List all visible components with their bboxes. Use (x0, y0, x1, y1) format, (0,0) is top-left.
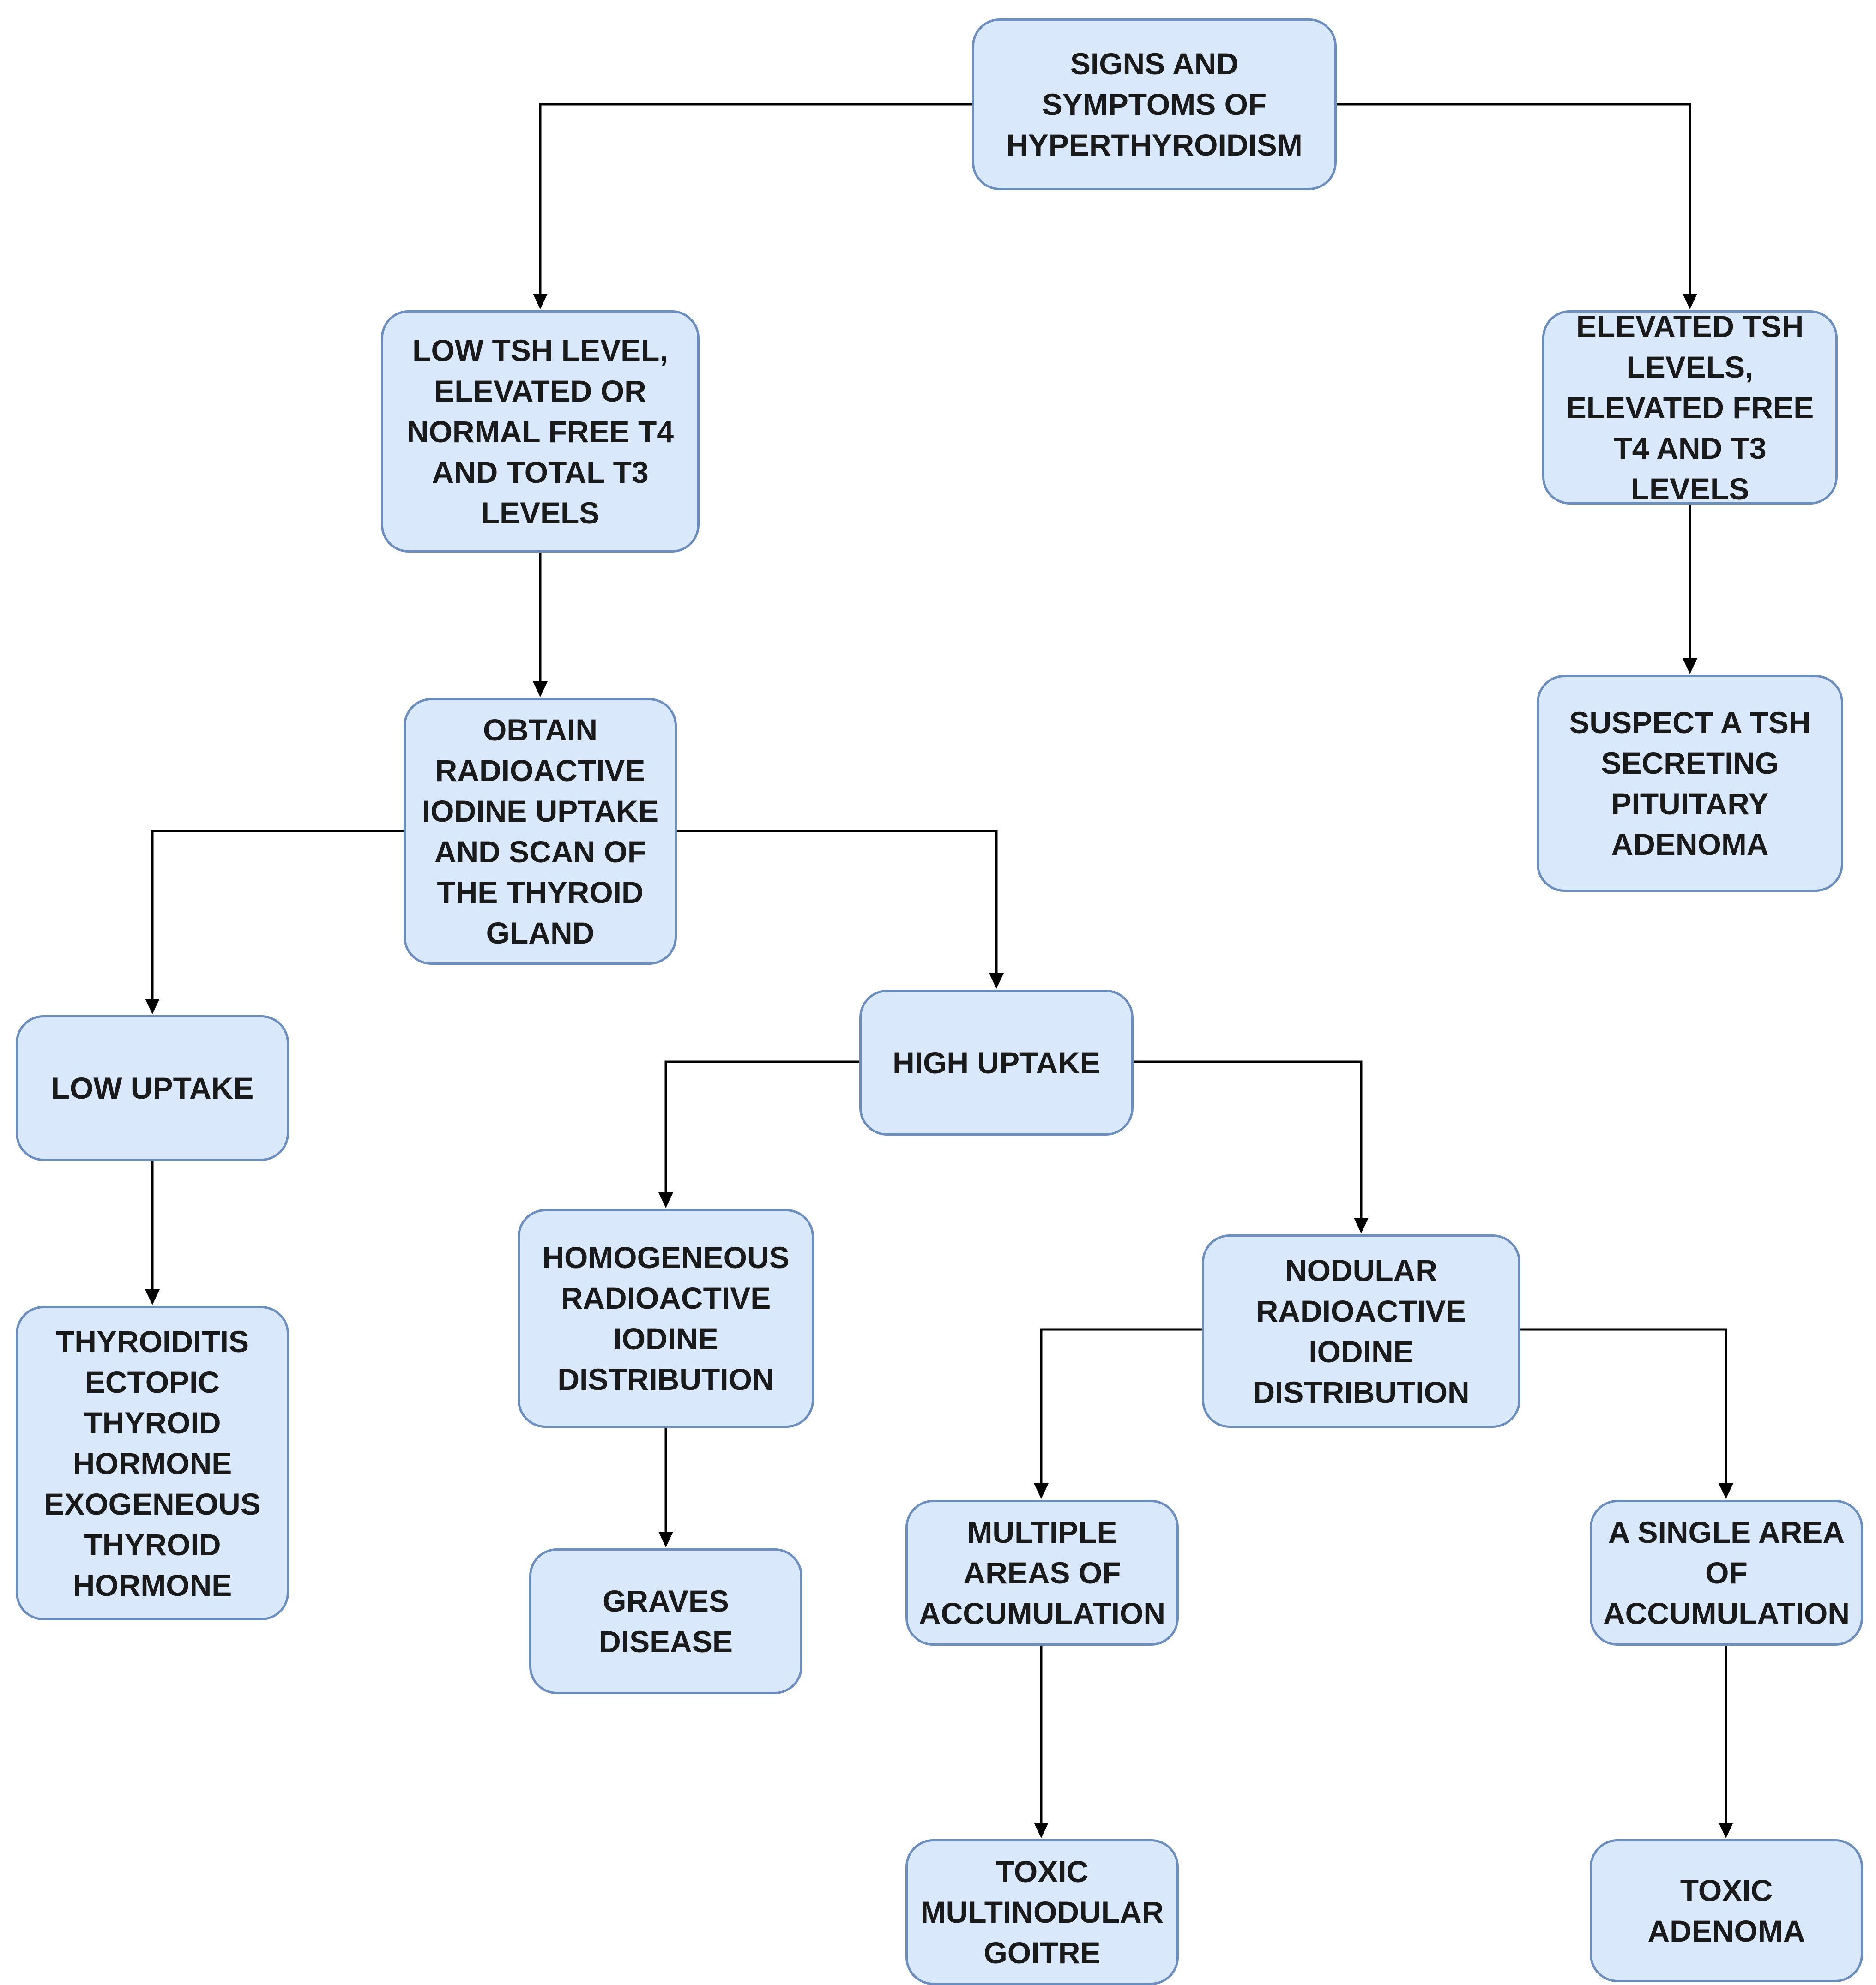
node-multiple-areas: MULTIPLE AREAS OF ACCUMULATION (905, 1500, 1179, 1646)
node-single-area: A SINGLE AREA OF ACCUMULATION (1590, 1500, 1863, 1646)
node-low-tsh-level: LOW TSH LEVEL, ELEVATED OR NORMAL FREE T… (381, 310, 700, 553)
node-homogeneous-distribution: HOMOGENEOUS RADIOACTIVE IODINE DISTRIBUT… (518, 1209, 814, 1428)
node-suspect-pituitary-adenoma: SUSPECT A TSH SECRETING PITUITARY ADENOM… (1537, 675, 1843, 892)
node-low-uptake: LOW UPTAKE (16, 1015, 289, 1161)
node-nodular-distribution: NODULAR RADIOACTIVE IODINE DISTRIBUTION (1202, 1234, 1520, 1428)
edge-nodular-to-multiple (1040, 1328, 1202, 1484)
arrowhead-homogeneous (658, 1192, 673, 1208)
edge-signs-to-elevated-tsh (1337, 103, 1691, 295)
edge-signs-to-low-tsh (539, 103, 972, 295)
edge-nodular-to-single (1520, 1328, 1727, 1484)
arrowhead-graves (658, 1532, 673, 1547)
arrowhead-obtain (533, 681, 548, 697)
node-signs-and-symptoms: SIGNS AND SYMPTOMS OF HYPERTHYROIDISM (972, 18, 1337, 190)
arrowhead-thyroiditis (145, 1289, 160, 1305)
node-thyroiditis: THYROIDITIS ECTOPIC THYROID HORMONE EXOG… (16, 1306, 289, 1620)
node-high-uptake-label: HIGH UPTAKE (893, 1046, 1100, 1080)
arrowhead-low-tsh (533, 294, 548, 309)
node-low-tsh-label: LOW TSH LEVEL, ELEVATED OR NORMAL FREE T… (406, 333, 674, 530)
node-suspect-label: SUSPECT A TSH SECRETING PITUITARY ADENOM… (1569, 705, 1811, 861)
node-multiple-label: MULTIPLE AREAS OF ACCUMULATION (918, 1515, 1166, 1630)
edge-obtain-to-low-uptake (151, 830, 404, 999)
node-single-label: A SINGLE AREA OF ACCUMULATION (1603, 1515, 1850, 1630)
node-graves-label: GRAVES DISEASE (599, 1584, 733, 1659)
arrowhead-single (1719, 1483, 1733, 1499)
edge-high-uptake-to-nodular (1134, 1060, 1363, 1219)
node-homogeneous-label: HOMOGENEOUS RADIOACTIVE IODINE DISTRIBUT… (542, 1240, 790, 1396)
arrowhead-toxic-multi (1034, 1823, 1049, 1838)
arrowhead-low-uptake (145, 999, 160, 1014)
node-toxic-adenoma: TOXIC ADENOMA (1590, 1839, 1863, 1982)
node-obtain-radioactive-iodine: OBTAIN RADIOACTIVE IODINE UPTAKE AND SCA… (404, 698, 677, 965)
node-toxic-adenoma-label: TOXIC ADENOMA (1647, 1873, 1805, 1948)
node-toxic-multinodular-goitre: TOXIC MULTINODULAR GOITRE (905, 1839, 1179, 1985)
node-obtain-label: OBTAIN RADIOACTIVE IODINE UPTAKE AND SCA… (422, 713, 659, 950)
arrowhead-toxic-adenoma (1719, 1823, 1733, 1838)
node-graves-disease: GRAVES DISEASE (529, 1548, 802, 1694)
node-nodular-label: NODULAR RADIOACTIVE IODINE DISTRIBUTION (1253, 1253, 1470, 1409)
node-low-uptake-label: LOW UPTAKE (51, 1071, 254, 1105)
node-high-uptake: HIGH UPTAKE (859, 990, 1134, 1136)
edge-obtain-to-high-uptake (677, 830, 998, 974)
node-signs-label: SIGNS AND SYMPTOMS OF HYPERTHYROIDISM (1006, 47, 1303, 162)
node-elevated-tsh-label: ELEVATED TSH LEVELS, ELEVATED FREE T4 AN… (1566, 309, 1814, 506)
arrowhead-nodular (1354, 1218, 1369, 1233)
arrowhead-multiple (1034, 1483, 1049, 1499)
edge-high-uptake-to-homogeneous (664, 1060, 859, 1193)
arrowhead-high-uptake (989, 973, 1004, 989)
node-elevated-tsh-levels: ELEVATED TSH LEVELS, ELEVATED FREE T4 AN… (1542, 309, 1838, 506)
node-thyroiditis-label: THYROIDITIS ECTOPIC THYROID HORMONE EXOG… (44, 1324, 261, 1602)
arrowhead-elevated-tsh (1683, 294, 1697, 309)
node-toxic-multi-label: TOXIC MULTINODULAR GOITRE (920, 1854, 1164, 1970)
arrowhead-suspect (1683, 658, 1697, 674)
